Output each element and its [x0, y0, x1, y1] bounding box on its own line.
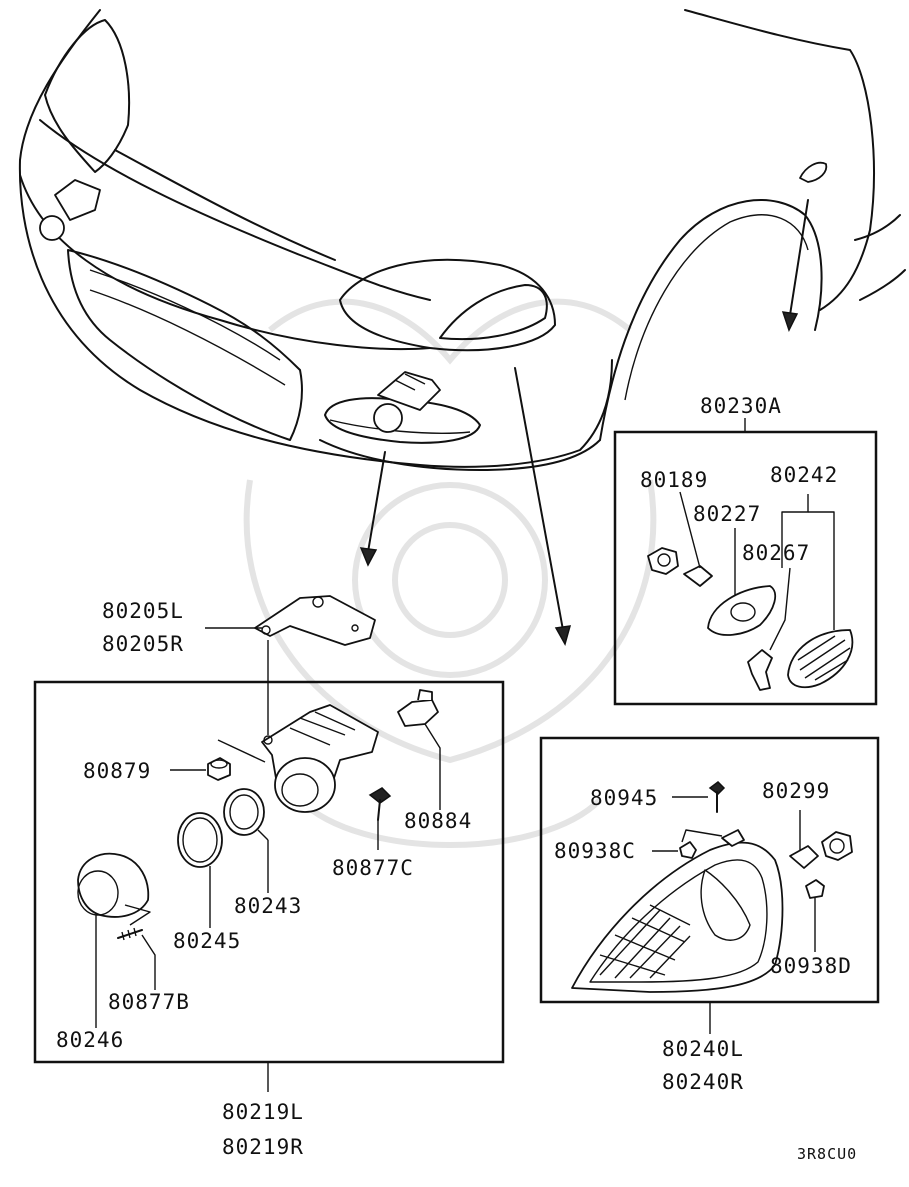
- turn-signal-lamp-80240: [571, 829, 784, 993]
- label-80945: 80945: [590, 786, 658, 810]
- bulb-80299: [789, 831, 853, 869]
- label-80299: 80299: [762, 779, 830, 803]
- label-80205L: 80205L: [102, 599, 184, 623]
- gasket-80245: [177, 812, 223, 868]
- part-labels: 80230A 80189 80242 80227 80267 80205L 80…: [56, 394, 857, 1163]
- label-80219L: 80219L: [222, 1100, 304, 1124]
- gasket-80227: [707, 585, 777, 636]
- label-80219R: 80219R: [222, 1135, 304, 1159]
- bulb-80884: [397, 689, 439, 727]
- label-80245: 80245: [173, 929, 241, 953]
- screw-80945: [708, 781, 726, 813]
- grommet-80938D: [805, 879, 825, 899]
- label-80243: 80243: [234, 894, 302, 918]
- screw-80877C: [368, 787, 392, 821]
- label-80938C: 80938C: [554, 839, 636, 863]
- fog-lamp-unit: [261, 704, 379, 813]
- label-80242: 80242: [770, 463, 838, 487]
- label-80205R: 80205R: [102, 632, 184, 656]
- label-80230A: 80230A: [700, 394, 782, 418]
- label-80267: 80267: [742, 541, 810, 565]
- fog-lamp-bracket: [254, 595, 376, 646]
- label-80884: 80884: [404, 809, 472, 833]
- clip-80267: [747, 649, 773, 691]
- label-80877C: 80877C: [332, 856, 414, 880]
- label-80227: 80227: [693, 502, 761, 526]
- label-80246: 80246: [56, 1028, 124, 1052]
- screw-80877B: [117, 927, 143, 941]
- side-marker-lens-80242: [787, 629, 854, 689]
- lens-80243: [223, 788, 265, 836]
- fog-lamp-assembly-box: [33, 680, 505, 1064]
- nut-80879: [207, 757, 231, 781]
- label-80189: 80189: [640, 468, 708, 492]
- label-80240R: 80240R: [662, 1070, 744, 1094]
- bezel-80246: [77, 852, 151, 926]
- clip-80938C: [679, 841, 697, 859]
- label-80877B: 80877B: [108, 990, 190, 1014]
- socket-80189: [647, 547, 679, 575]
- label-80879: 80879: [83, 759, 151, 783]
- label-80938D: 80938D: [770, 954, 852, 978]
- label-80240L: 80240L: [662, 1037, 744, 1061]
- pointer-arrows: [359, 199, 809, 646]
- diagram-code: 3R8CU0: [797, 1145, 857, 1163]
- watermark-emblem: [243, 298, 657, 848]
- bulb-80189: [683, 565, 713, 587]
- car-front-body: [18, 9, 906, 471]
